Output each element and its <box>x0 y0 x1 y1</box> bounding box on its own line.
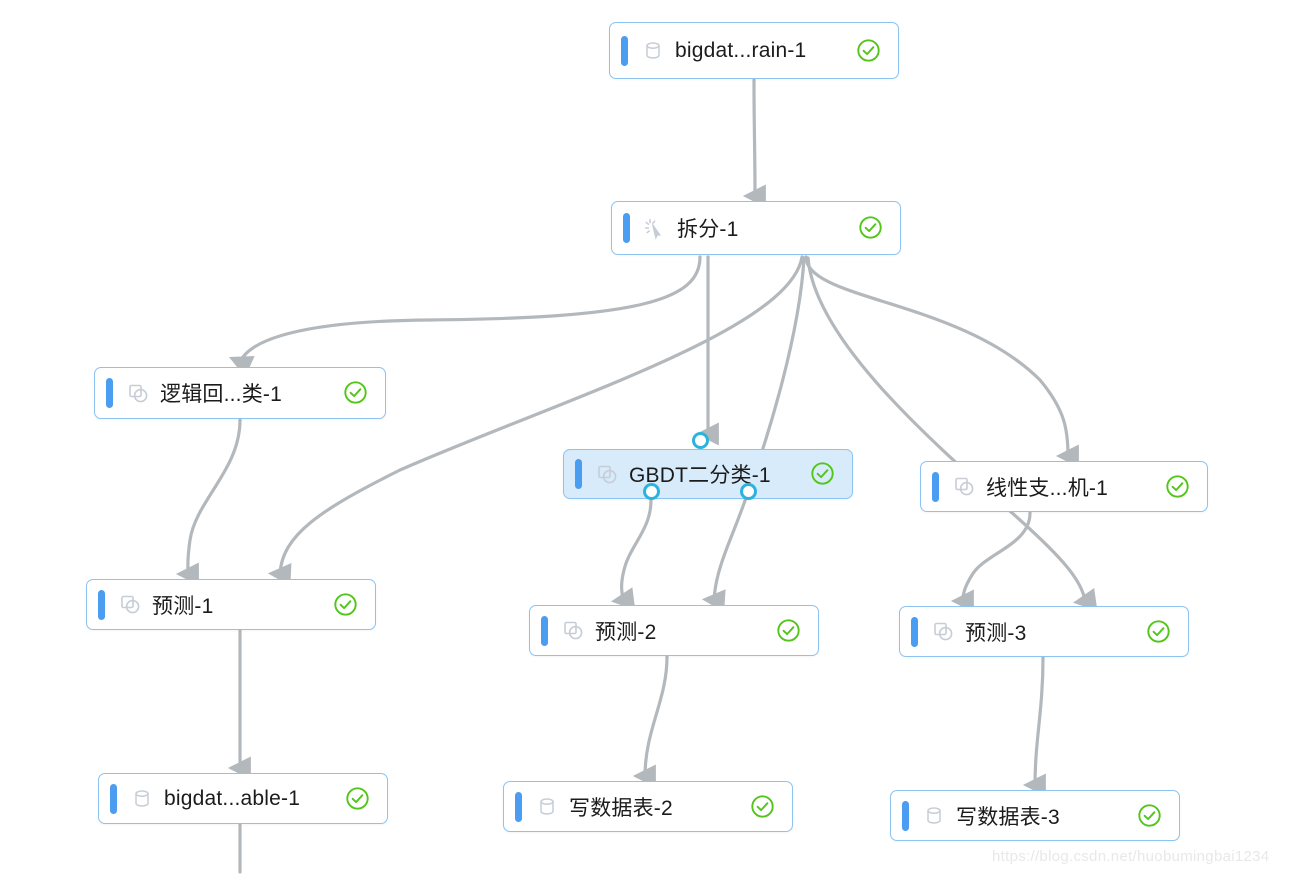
model-icon <box>560 618 586 644</box>
node-label: GBDT二分类-1 <box>629 464 771 487</box>
node-accent-bar <box>902 800 909 831</box>
database-icon <box>534 794 560 820</box>
watermark-text: https://blog.csdn.net/huobumingbai1234 <box>992 848 1270 865</box>
edge <box>804 255 1079 468</box>
node-accent-bar <box>932 471 939 502</box>
workflow-node-split-1[interactable]: 拆分-1 <box>611 201 901 255</box>
workflow-node-write-table-2[interactable]: 写数据表-2 <box>503 781 793 832</box>
node-accent-bar <box>911 616 918 647</box>
split-sparkle-icon <box>642 215 668 241</box>
node-accent-bar <box>621 35 628 66</box>
workflow-node-write-table-1[interactable]: bigdat...able-1 <box>98 773 388 824</box>
success-check-icon[interactable] <box>810 461 836 487</box>
node-label: 逻辑回...类-1 <box>160 383 282 406</box>
model-icon <box>951 474 977 500</box>
workflow-node-gbdt-binary-1[interactable]: GBDT二分类-1 <box>563 449 853 499</box>
node-label: 预测-2 <box>595 620 657 644</box>
connection-handle-top-center[interactable] <box>691 431 709 449</box>
node-accent-bar <box>575 459 582 489</box>
node-accent-bar <box>110 783 117 814</box>
connection-handle-bottom-right[interactable] <box>739 482 757 500</box>
node-accent-bar <box>98 589 105 620</box>
model-icon <box>930 619 956 645</box>
edge <box>610 498 653 611</box>
workflow-node-read-table-1[interactable]: bigdat...rain-1 <box>609 22 899 79</box>
database-icon <box>640 38 666 64</box>
workflow-node-predict-3[interactable]: 预测-3 <box>899 606 1189 657</box>
edge <box>701 256 806 613</box>
node-label: 拆分-1 <box>677 218 739 241</box>
model-icon <box>117 592 143 618</box>
database-icon <box>921 803 947 829</box>
success-check-icon[interactable] <box>1165 474 1191 500</box>
success-check-icon[interactable] <box>1137 803 1163 829</box>
success-check-icon[interactable] <box>856 38 882 64</box>
model-icon <box>125 380 151 406</box>
success-check-icon[interactable] <box>750 794 776 820</box>
node-label: 预测-3 <box>965 621 1027 645</box>
node-label: 线性支...机-1 <box>986 476 1108 500</box>
edge <box>950 511 1032 613</box>
node-accent-bar <box>515 791 522 822</box>
model-icon <box>594 461 620 487</box>
edge <box>228 255 702 377</box>
workflow-node-predict-2[interactable]: 预测-2 <box>529 605 819 656</box>
node-accent-bar <box>541 615 548 646</box>
node-label: bigdat...able-1 <box>164 786 301 810</box>
success-check-icon[interactable] <box>333 592 359 618</box>
node-label: 写数据表-3 <box>956 805 1060 829</box>
success-check-icon[interactable] <box>1146 619 1172 645</box>
success-check-icon[interactable] <box>345 786 371 812</box>
edge <box>1022 656 1046 797</box>
workflow-node-predict-1[interactable]: 预测-1 <box>86 579 376 630</box>
edge <box>806 256 1098 611</box>
success-check-icon[interactable] <box>776 618 802 644</box>
node-label: 预测-1 <box>152 594 214 618</box>
node-accent-bar <box>623 213 630 243</box>
edge <box>175 418 242 586</box>
workflow-node-write-table-3[interactable]: 写数据表-3 <box>890 790 1180 841</box>
node-label: bigdat...rain-1 <box>675 38 807 62</box>
connection-handle-bottom-left[interactable] <box>642 482 660 500</box>
database-icon <box>129 786 155 812</box>
node-label: 写数据表-2 <box>569 796 673 820</box>
edge <box>632 655 669 788</box>
success-check-icon[interactable] <box>858 215 884 241</box>
success-check-icon[interactable] <box>343 380 369 406</box>
workflow-node-linear-svm-1[interactable]: 线性支...机-1 <box>920 461 1208 512</box>
node-accent-bar <box>106 378 113 408</box>
edge <box>742 78 766 208</box>
workflow-node-logistic-regression-1[interactable]: 逻辑回...类-1 <box>94 367 386 419</box>
